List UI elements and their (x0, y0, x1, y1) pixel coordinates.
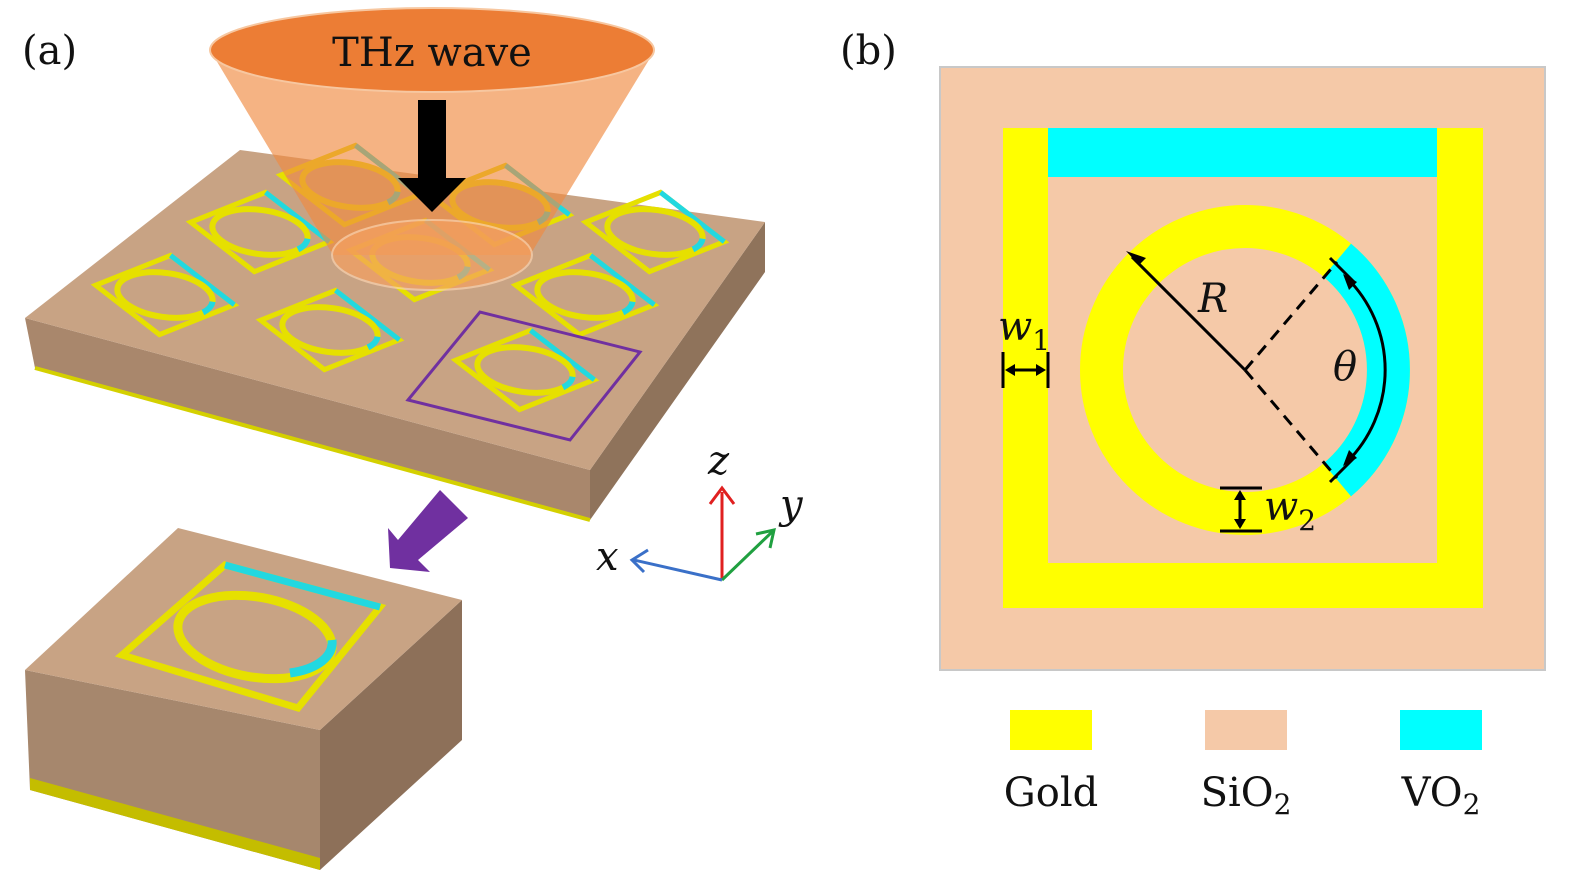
w1-label: w1 (998, 304, 1050, 357)
legend-swatch-sio2 (1205, 710, 1287, 750)
legend-swatch-vo2 (1400, 710, 1482, 750)
legend: Gold SiO2 VO2 (1004, 710, 1482, 821)
metasurface-array (25, 136, 765, 522)
legend-label-vo2: VO2 (1401, 770, 1481, 821)
w1-subscript: 1 (1032, 324, 1050, 357)
x-axis-label: x (596, 534, 619, 580)
w2-subscript: 2 (1298, 504, 1316, 537)
y-axis-label: y (778, 482, 804, 528)
legend-swatch-gold (1010, 710, 1092, 750)
unit-cell-top-view: R θ w1 w2 (939, 66, 1546, 671)
thz-beam: THz wave (209, 7, 655, 291)
w1-symbol: w (998, 304, 1032, 350)
w2-label: w2 (1264, 484, 1316, 537)
selected-unit-cell-outline (405, 310, 643, 442)
angle-label: θ (1333, 344, 1357, 390)
panel-a-label: (a) (22, 28, 77, 74)
radius-label: R (1197, 276, 1228, 322)
panel-b-label: (b) (840, 28, 897, 74)
legend-label-sio2: SiO2 (1201, 770, 1292, 821)
zoom-arrow-icon (388, 490, 468, 572)
w2-symbol: w (1264, 484, 1298, 530)
thz-wave-label: THz wave (332, 30, 532, 76)
unit-cell-3d (25, 528, 462, 870)
legend-label-gold: Gold (1004, 770, 1098, 816)
incidence-arrow (418, 100, 446, 180)
coordinate-axes: z y x (596, 438, 804, 582)
z-axis-label: z (707, 438, 730, 484)
